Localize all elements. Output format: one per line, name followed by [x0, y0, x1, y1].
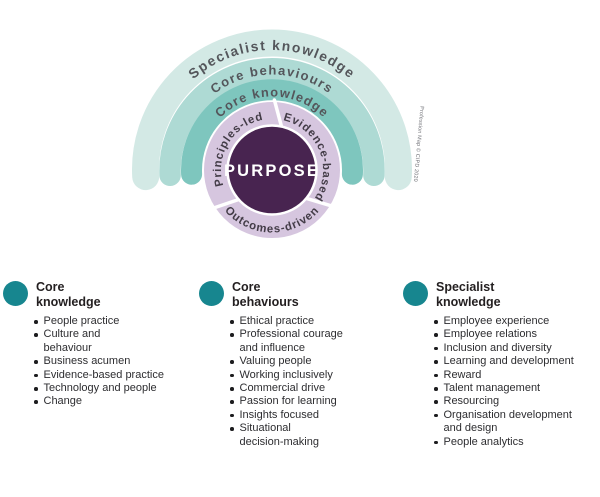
list-item: Learning and development	[434, 355, 589, 368]
teal-circle-icon	[403, 281, 428, 306]
bullet-dot-icon	[230, 387, 234, 391]
bullet-dot-icon	[230, 400, 234, 404]
list-item: People practice	[34, 315, 175, 328]
bullet-dot-icon	[34, 373, 38, 378]
list-item: Evidence-based practice	[34, 369, 175, 382]
list-item: People analytics	[434, 436, 589, 449]
list-item: Valuing people	[230, 355, 377, 368]
teal-circle-icon	[3, 281, 28, 306]
bullet-dot-icon	[434, 373, 438, 378]
list-item: Business acumen	[34, 355, 175, 368]
list-item: Talent management	[434, 382, 589, 395]
list-item: Passion for learning	[230, 395, 377, 408]
column-list: People practice Culture and behaviour Bu…	[34, 315, 175, 409]
arc-specialist-knowledge	[132, 29, 412, 191]
list-item: Change	[34, 395, 175, 408]
column-header: Core knowledge	[3, 280, 175, 310]
list-item: Inclusion and diversity	[434, 342, 589, 355]
list-item: Situational decision-making	[230, 422, 377, 449]
bullet-dot-icon	[434, 346, 438, 351]
copyright-credit: Profession Map © CIPD 2020	[412, 106, 426, 182]
bullet-dot-icon	[230, 320, 234, 324]
bullet-dot-icon	[434, 387, 438, 391]
list-item: Ethical practice	[230, 315, 377, 328]
list-item: Technology and people	[34, 382, 175, 395]
bullet-dot-icon	[230, 360, 234, 364]
bullet-dot-icon	[434, 413, 438, 418]
column-title: Core knowledge	[36, 280, 101, 309]
list-item: Employee experience	[434, 315, 589, 328]
bullet-dot-icon	[34, 400, 38, 404]
column-header: Core behaviours	[199, 280, 377, 310]
purpose-circle	[226, 124, 318, 216]
column-title: Core behaviours	[232, 280, 299, 309]
bullet-dot-icon	[434, 400, 438, 404]
column-specialist-knowledge: Specialist knowledge Employee experience…	[403, 280, 589, 449]
ring-divider-top	[272, 98, 284, 131]
bullet-dot-icon	[434, 360, 438, 364]
bullet-dot-icon	[34, 360, 38, 364]
teal-circle-icon	[199, 281, 224, 306]
ring-divider-left	[211, 196, 244, 210]
bullet-dot-icon	[434, 440, 438, 445]
column-title: Specialist knowledge	[436, 280, 501, 309]
list-item: Insights focused	[230, 409, 377, 422]
column-list: Employee experience Employee relations I…	[434, 315, 589, 449]
arc-core-behaviours	[159, 58, 385, 187]
arc-core-knowledge	[181, 79, 363, 185]
list-item: Resourcing	[434, 395, 589, 408]
bullet-dot-icon	[230, 333, 234, 337]
bullet-dot-icon	[434, 320, 438, 324]
profession-map-diagram: Specialist knowledge Core behaviours Cor…	[132, 29, 426, 238]
ring-divider-right	[301, 195, 334, 208]
bullet-dot-icon	[34, 320, 38, 324]
bullet-dot-icon	[34, 387, 38, 391]
column-header: Specialist knowledge	[403, 280, 589, 310]
bullet-dot-icon	[230, 413, 234, 418]
bullet-dot-icon	[230, 373, 234, 378]
list-item: Employee relations	[434, 328, 589, 341]
bullet-dot-icon	[34, 333, 38, 337]
bullet-dot-icon	[434, 333, 438, 337]
list-item: Reward	[434, 369, 589, 382]
column-core-knowledge: Core knowledge People practice Culture a…	[3, 280, 175, 409]
list-item: Professional courage and influence	[230, 328, 377, 355]
purpose-ring	[204, 102, 340, 238]
bullet-dot-icon	[230, 427, 234, 431]
list-item: Organisation development and design	[434, 409, 589, 436]
list-item: Culture and behaviour	[34, 328, 175, 355]
column-core-behaviours: Core behaviours Ethical practice Profess…	[199, 280, 377, 449]
list-item: Commercial drive	[230, 382, 377, 395]
list-item: Working inclusively	[230, 369, 377, 382]
purpose-label: PURPOSE	[224, 162, 320, 180]
column-list: Ethical practice Professional courage an…	[230, 315, 377, 449]
